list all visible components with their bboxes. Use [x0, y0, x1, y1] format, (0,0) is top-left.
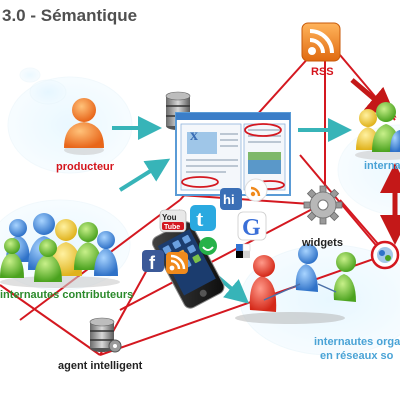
social-icons-cluster: You Tube t hi G	[142, 178, 268, 274]
agent-label: agent intelligent	[58, 360, 143, 372]
widgets-label: widgets	[302, 237, 343, 249]
facebook-icon: f	[142, 250, 164, 273]
svg-text:hi: hi	[223, 192, 235, 207]
reseaux-people-icon	[235, 244, 356, 324]
delicious-icon	[236, 243, 251, 258]
rss-orange-icon	[166, 252, 188, 274]
skype-icon	[199, 237, 217, 255]
twitter-icon: t	[190, 205, 216, 231]
svg-text:Tube: Tube	[164, 224, 180, 231]
rss-label: RSS	[311, 66, 334, 78]
reseaux-label-line2: en réseaux so	[320, 350, 394, 362]
reseaux-label-line1: internautes orga	[314, 336, 400, 348]
exchange-arrows	[350, 78, 400, 245]
svg-text:G: G	[242, 215, 261, 241]
diagram-title: 3.0 - Sémantique	[2, 6, 138, 25]
arrow-contributeurs-to-site	[118, 158, 171, 192]
rss-feed-icon	[301, 22, 341, 62]
internautes-label: interna	[364, 160, 400, 172]
svg-text:f: f	[149, 253, 156, 273]
rss-small-icon	[244, 178, 268, 202]
contributeurs-label: internautes contributeurs	[0, 289, 134, 301]
svg-text:x: x	[190, 127, 198, 144]
producteur-label: producteur	[56, 161, 115, 173]
semantic-website-window: x	[175, 112, 291, 196]
widget-gear-icon	[303, 185, 343, 225]
svg-text:t: t	[196, 206, 204, 231]
svg-text:You: You	[162, 213, 177, 222]
producteur-person-icon	[64, 98, 104, 155]
internautes-group-icon	[355, 102, 400, 160]
hi5-icon: hi	[220, 188, 242, 210]
contributeurs-crowd-icon	[0, 213, 120, 288]
youtube-icon: You Tube	[159, 209, 187, 233]
google-icon: G	[237, 211, 267, 241]
arrow-rss-to-internautes	[350, 78, 397, 118]
agent-database-icon	[89, 317, 122, 353]
network-globe-icon	[370, 240, 400, 270]
